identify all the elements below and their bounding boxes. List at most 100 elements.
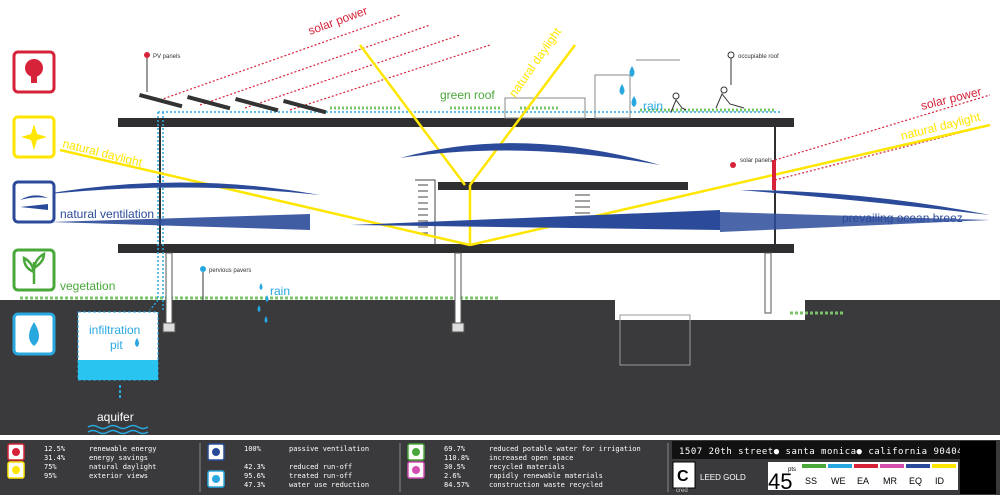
legend-percent: 69.7% (444, 445, 466, 453)
category-code: EA (857, 476, 869, 486)
ventilation-wind-icon (12, 180, 56, 224)
legend-percent: 84.57% (444, 481, 470, 489)
solar-panels-marker (730, 162, 736, 168)
points-unit: pts (788, 467, 796, 473)
legend-metric: construction waste recycled (489, 481, 603, 489)
legend-metric: treated run-off (289, 472, 352, 480)
pit-water (78, 360, 158, 380)
rain-ground-label: rain (270, 284, 290, 298)
sun-icon-glyph (12, 466, 20, 474)
legend-percent: 2.6% (444, 472, 462, 480)
legend-percent: 100% (244, 445, 262, 453)
legend-metric: exterior views (89, 472, 148, 480)
wind-icon-glyph (212, 448, 220, 456)
pv-panels-label: PV panels (153, 54, 180, 60)
vegetation-leaf-icon (12, 248, 56, 292)
solar-panels-label: solar panels (740, 158, 772, 164)
leed-level: LEED GOLD (700, 473, 746, 482)
category-swatch (854, 464, 878, 468)
basement-cut (615, 300, 805, 320)
category-swatch (828, 464, 852, 468)
natural-daylight-label: natural daylight (506, 24, 565, 99)
cred-label: cred (676, 488, 688, 494)
legend-metric: recycled materials (489, 463, 565, 471)
legend-metric: reduced potable water for irrigation (489, 445, 641, 453)
occupiable-roof-marker (727, 51, 735, 59)
pv-panels (138, 92, 327, 115)
leaf-icon-glyph (412, 448, 420, 456)
pervious-pavers-label: pervious pavers (209, 268, 251, 274)
category-code: ID (935, 476, 945, 486)
category-code: MR (883, 476, 897, 486)
address-end-block (960, 441, 996, 494)
category-swatch (932, 464, 956, 468)
drop-icon-glyph (212, 475, 220, 483)
legend-percent: 75% (44, 463, 57, 471)
legend-metric: energy savings (89, 454, 148, 462)
pit-label: pit (110, 338, 123, 352)
green-roof-plants (330, 106, 775, 112)
category-swatch (906, 464, 930, 468)
category-code: WE (831, 476, 846, 486)
legend-percent: 12.5% (44, 445, 66, 453)
legend-percent: 30.5% (444, 463, 466, 471)
address-text: 1507 20th street● santa monica● californ… (679, 447, 963, 457)
pit-drop-icon (135, 338, 139, 347)
recycle-icon-glyph (412, 466, 420, 474)
aquifer-waves (87, 424, 149, 435)
category-panel (800, 462, 958, 490)
mezzanine-slab (438, 182, 688, 190)
daylight-sun-icon (12, 115, 56, 159)
infiltration-label: infiltration (89, 323, 140, 337)
pv-marker (144, 52, 150, 58)
legend-percent: 95.6% (244, 472, 266, 480)
cred-box (672, 461, 696, 489)
legend-percent: 110.8% (444, 454, 470, 462)
address-bar (672, 441, 960, 459)
occupiable-roof-label: occupiable roof (738, 54, 779, 60)
solar-panel-fin (772, 160, 776, 190)
aquifer-label: aquifer (97, 410, 134, 424)
roof-structure (504, 59, 680, 119)
roof-slab (118, 118, 794, 127)
natural-ventilation-label: natural ventilation (60, 207, 154, 221)
people-figures (670, 86, 745, 113)
natural-daylight-right-label: natural daylight (899, 109, 982, 142)
prevailing-breeze-label: prevailing ocean breez (842, 211, 963, 225)
category-code: EQ (909, 476, 922, 486)
cred-letter: C (677, 468, 689, 485)
leed-categories: SS WE EA MR EQ ID (802, 464, 956, 486)
bulb-icon-glyph (12, 448, 20, 456)
category-swatch (802, 464, 826, 468)
legend-metric: passive ventilation (289, 445, 369, 453)
water-drop-icon (12, 312, 56, 356)
ventilation-flows (40, 143, 990, 232)
rain-drops-roof (619, 66, 637, 107)
legend-percent: 42.3% (244, 463, 266, 471)
legend-metric: rapidly renewable materials (489, 472, 603, 480)
legend-metric: renewable energy (89, 445, 156, 453)
points-value: 45 (768, 469, 792, 494)
legend-percent: 31.4% (44, 454, 66, 462)
rain-roof-label: rain (643, 99, 663, 113)
pilotis (162, 252, 772, 333)
vegetation-label: vegetation (60, 279, 115, 293)
category-swatch (880, 464, 904, 468)
pervious-pavers-marker (200, 266, 206, 272)
green-roof-label: green roof (440, 88, 495, 102)
legend-metric: natural daylight (89, 463, 156, 471)
legend-metric: water use reduction (289, 481, 369, 489)
energy-bulb-icon (12, 50, 56, 94)
rain-collection-line (149, 111, 780, 311)
legend-metric: reduced run-off (289, 463, 352, 471)
rain-drops-ground (257, 283, 269, 323)
floor-slab (118, 244, 794, 253)
legend-stats: 12.5% renewable energy 31.4% energy savings… (7, 443, 641, 489)
legend-metric: increased open space (489, 454, 573, 462)
solar-power-label: solar power (306, 3, 369, 37)
category-code: SS (805, 476, 817, 486)
legend-percent: 95% (44, 472, 57, 480)
basement-outline (619, 314, 691, 366)
